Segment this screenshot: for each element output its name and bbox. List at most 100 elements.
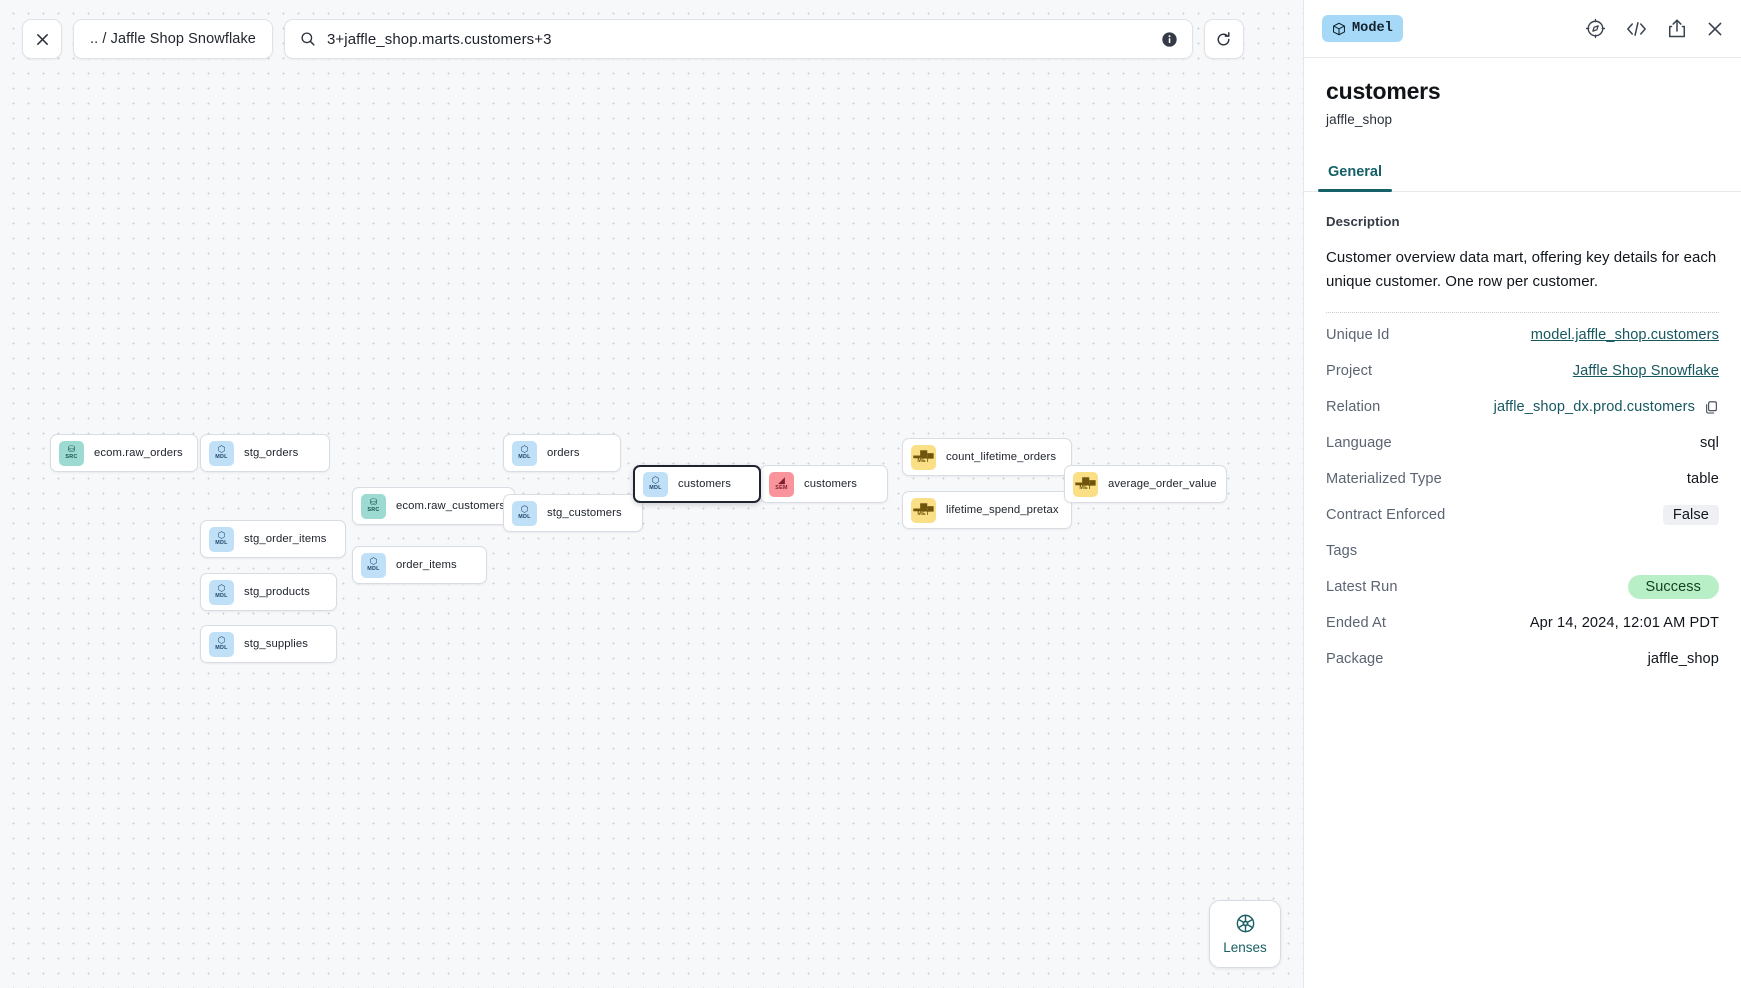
node-type-badge-mdl: ⬡MDL: [209, 440, 234, 466]
divider: [1326, 312, 1719, 314]
description-text: Customer overview data mart, offering ke…: [1326, 249, 1717, 290]
property-value: Apr 14, 2024, 12:01 AM PDT: [1530, 615, 1719, 631]
property-value: jaffle_shop: [1648, 651, 1719, 667]
property-key: Latest Run: [1326, 579, 1398, 596]
node-type-badge-mdl: ⬡MDL: [209, 631, 234, 657]
tab-general[interactable]: General: [1318, 158, 1392, 192]
property-row: Project Jaffle Shop Snowflake: [1326, 353, 1719, 389]
value-text: sql: [1700, 435, 1719, 452]
panel-tabs: General: [1304, 158, 1741, 192]
resource-type-label: Model: [1352, 21, 1393, 36]
value-text: Jaffle Shop Snowflake: [1572, 363, 1719, 380]
lineage-search-bar[interactable]: 3+jaffle_shop.marts.customers+3: [283, 19, 1193, 59]
breadcrumb[interactable]: .. / Jaffle Shop Snowflake: [73, 19, 273, 59]
node-type-badge-met: ▂▆▄MET: [1073, 471, 1098, 497]
node-type-badge-mdl: ⬡MDL: [209, 579, 234, 605]
graph-node-order_items[interactable]: ⬡MDL order_items: [352, 546, 487, 584]
node-label: stg_customers: [547, 507, 622, 519]
search-icon: [301, 32, 315, 46]
node-label: stg_supplies: [244, 638, 309, 650]
property-row: Materialized Type table: [1326, 461, 1719, 497]
property-value: False: [1662, 505, 1719, 526]
close-icon[interactable]: [1706, 20, 1724, 38]
node-type-badge-src: ⛁SRC: [361, 493, 386, 519]
node-type-badge-met: ▂▆▄MET: [911, 444, 936, 470]
graph-node-average_order_value[interactable]: ▂▆▄MET average_order_value: [1064, 465, 1227, 503]
node-label: stg_products: [244, 586, 310, 598]
share-icon[interactable]: [1667, 18, 1687, 39]
graph-node-stg_order_items[interactable]: ⬡MDL stg_order_items: [200, 520, 346, 558]
node-type-badge-sem: ◢SEM: [769, 471, 794, 497]
property-value: table: [1687, 471, 1719, 487]
node-type-badge-mdl: ⬡MDL: [643, 471, 668, 497]
graph-node-stg_products[interactable]: ⬡MDL stg_products: [200, 573, 337, 611]
graph-node-stg_supplies[interactable]: ⬡MDL stg_supplies: [200, 625, 337, 663]
property-value[interactable]: model.jaffle_shop.customers: [1531, 327, 1719, 343]
status-badge: Success: [1627, 575, 1719, 600]
node-label: customers: [804, 478, 858, 490]
value-chip: False: [1662, 505, 1719, 526]
explore-icon[interactable]: [1585, 18, 1606, 39]
node-label: average_order_value: [1108, 478, 1217, 490]
node-type-badge-mdl: ⬡MDL: [209, 526, 234, 552]
node-label: order_items: [396, 559, 457, 571]
property-key: Relation: [1326, 399, 1381, 416]
property-row: Contract Enforced False: [1326, 497, 1719, 533]
graph-node-customers_model[interactable]: ⬡MDL customers: [633, 465, 761, 503]
property-row: Ended At Apr 14, 2024, 12:01 AM PDT: [1326, 605, 1719, 641]
node-label: lifetime_spend_pretax: [946, 504, 1059, 516]
property-key: Ended At: [1326, 615, 1387, 632]
info-icon[interactable]: [1161, 31, 1178, 48]
node-type-badge-mdl: ⬡MDL: [361, 552, 386, 578]
value-text: jaffle_shop_dx.prod.customers: [1493, 399, 1695, 416]
copy-icon[interactable]: [1704, 400, 1719, 415]
property-key: Unique Id: [1326, 327, 1390, 344]
property-value[interactable]: Jaffle Shop Snowflake: [1573, 363, 1719, 379]
property-value: sql: [1700, 435, 1719, 451]
graph-node-customers_semantic[interactable]: ◢SEM customers: [760, 465, 888, 503]
property-row: Unique Id model.jaffle_shop.customers: [1326, 317, 1719, 353]
refresh-button[interactable]: [1203, 19, 1244, 59]
lineage-canvas[interactable]: .. / Jaffle Shop Snowflake 3+jaffle_shop…: [0, 0, 1303, 988]
resource-type-badge[interactable]: Model: [1322, 15, 1403, 42]
close-icon: [36, 33, 48, 45]
aperture-icon: [1236, 914, 1254, 933]
node-type-badge-mdl: ⬡MDL: [512, 440, 537, 466]
property-row: Language sql: [1326, 425, 1719, 461]
property-key: Materialized Type: [1326, 471, 1442, 488]
graph-node-orders[interactable]: ⬡MDL orders: [503, 434, 621, 472]
panel-header: Model: [1304, 0, 1741, 58]
value-text: model.jaffle_shop.customers: [1530, 327, 1719, 344]
panel-header-actions: [1585, 18, 1724, 39]
value-text: table: [1686, 471, 1719, 488]
property-value[interactable]: jaffle_shop_dx.prod.customers: [1494, 399, 1719, 415]
property-key: Project: [1326, 363, 1373, 380]
panel-subtitle: jaffle_shop: [1326, 112, 1393, 127]
search-input[interactable]: 3+jaffle_shop.marts.customers+3: [326, 30, 552, 48]
panel-title-block: customers jaffle_shop: [1304, 58, 1741, 127]
property-row: Latest Run Success: [1326, 569, 1719, 605]
node-label: customers: [678, 478, 732, 490]
panel-body: Description Customer overview data mart,…: [1304, 192, 1741, 988]
description-label: Description: [1326, 214, 1400, 229]
page-title: customers: [1326, 78, 1441, 104]
node-label: orders: [547, 447, 580, 459]
value-text: jaffle_shop: [1647, 651, 1719, 668]
code-icon[interactable]: [1625, 19, 1648, 39]
cube-icon: [1333, 22, 1345, 35]
node-label: stg_order_items: [244, 533, 327, 545]
property-key: Contract Enforced: [1326, 507, 1446, 524]
graph-toolbar: .. / Jaffle Shop Snowflake 3+jaffle_shop…: [22, 19, 1244, 59]
close-graph-button[interactable]: [22, 19, 62, 59]
property-key: Language: [1326, 435, 1392, 452]
property-value: Success: [1627, 575, 1719, 600]
lenses-button[interactable]: Lenses: [1209, 900, 1281, 968]
